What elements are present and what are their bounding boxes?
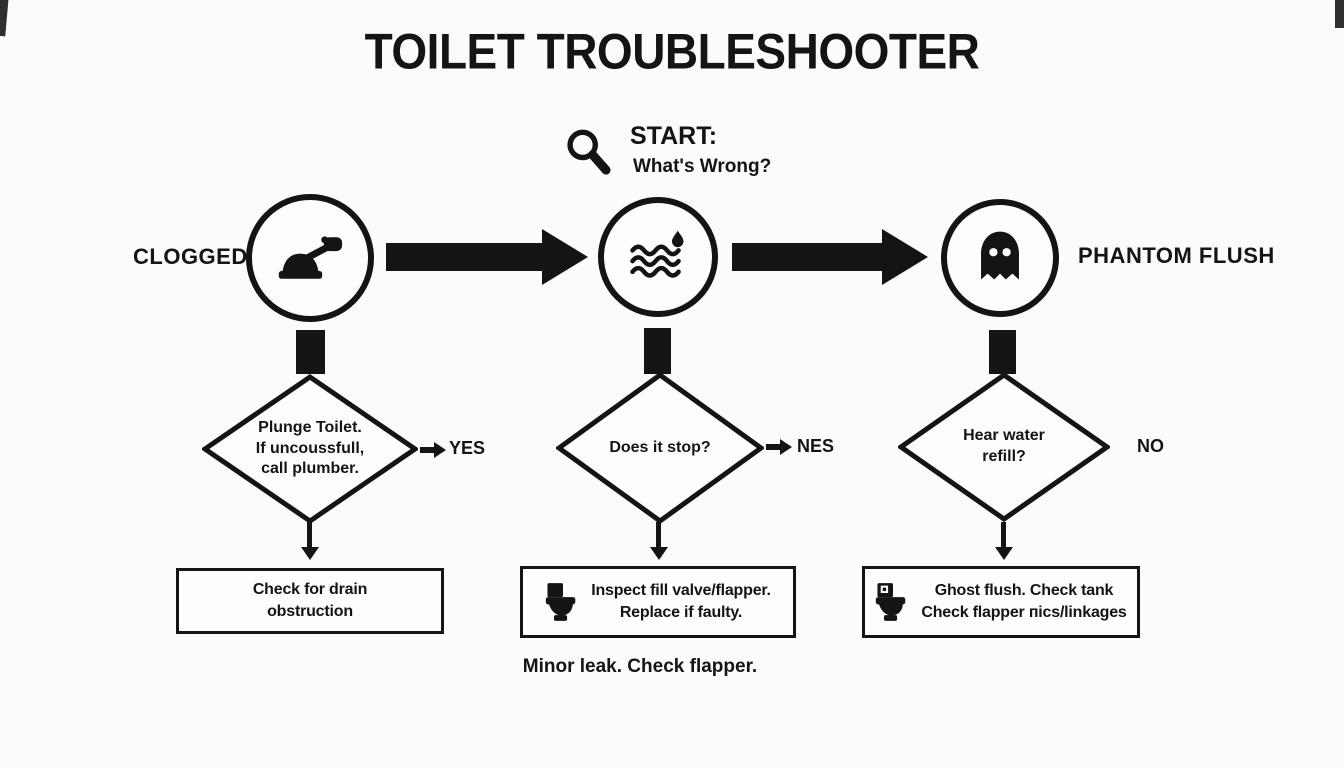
down-arrow-clogged-head	[301, 547, 319, 560]
down-arrow-phantom-head	[995, 547, 1013, 560]
connector-stub-running	[644, 328, 671, 374]
plunger-icon	[278, 236, 343, 279]
diamond-text-phantom: Hear water refill?	[898, 372, 1110, 522]
decision-diamond-phantom: Hear water refill?	[898, 372, 1110, 522]
flow-arrow-2-head	[882, 229, 928, 285]
result-box-running: Inspect fill valve/flapper. Replace if f…	[520, 566, 796, 638]
down-arrow-phantom-shaft	[1001, 522, 1006, 548]
toilet-icon	[546, 583, 576, 621]
connector-stub-clogged	[296, 330, 325, 374]
answer-label-no: NO	[1137, 436, 1164, 456]
footnote: Minor leak. Check flapper.	[522, 656, 758, 677]
result-line: Ghost flush. Check tank	[934, 582, 1114, 600]
diamond-shape	[898, 372, 1110, 522]
phantom-flush-label: PHANTOM FLUSH	[1078, 243, 1275, 268]
clogged-node	[246, 194, 374, 322]
diamond-line: Plunge Toilet.	[258, 418, 362, 436]
branch-arrow-yes-head	[434, 442, 446, 458]
flow-arrow-2-shaft	[732, 243, 882, 271]
decision-diamond-clogged: Plunge Toilet. If uncoussfull, call plum…	[202, 374, 418, 524]
diamond-line: If uncoussfull,	[255, 439, 365, 457]
result-line: obstruction	[267, 603, 353, 620]
diamond-text-clogged: Plunge Toilet. If uncoussfull, call plum…	[202, 374, 418, 524]
result-line: Inspect fill valve/flapper.	[591, 582, 771, 600]
ghost-icon	[981, 231, 1019, 280]
connector-stub-phantom	[989, 330, 1016, 374]
result-line: Check flapper пics/linkages	[921, 604, 1127, 621]
water-waves-icon	[630, 230, 684, 278]
diamond-line: call plumber.	[261, 460, 359, 478]
result-line: Check for drain	[252, 581, 368, 599]
result-text-running: Inspect fill valve/flapper. Replace if f…	[591, 580, 771, 623]
phantom-node	[941, 199, 1059, 317]
down-arrow-clogged-shaft	[307, 522, 312, 548]
down-arrow-running-shaft	[656, 522, 661, 548]
result-line: Replace if faulty.	[619, 604, 743, 621]
running-water-node	[598, 197, 718, 317]
branch-arrow-nes-shaft	[766, 444, 780, 450]
result-text-clogged: Check for drain obstruction	[252, 579, 368, 622]
diamond-line: refill?	[982, 448, 1026, 465]
answer-label-yes: YES	[449, 438, 486, 458]
result-text-phantom: Ghost flush. Check tank Check flapper пi…	[921, 580, 1126, 623]
decision-diamond-running: Does it stop?	[556, 372, 764, 524]
result-box-clogged: Check for drain obstruction	[176, 568, 444, 634]
branch-arrow-yes-shaft	[420, 447, 434, 453]
result-box-phantom: Ghost flush. Check tank Check flapper пi…	[862, 566, 1140, 638]
diamond-text-running: Does it stop?	[556, 372, 764, 524]
diamond-shape	[556, 372, 764, 524]
diamond-line: Does it stop?	[609, 438, 711, 456]
diamond-line: Hear water	[963, 427, 1045, 445]
toilet-icon	[876, 583, 906, 621]
flow-arrow-1-shaft	[386, 243, 542, 271]
magnifier-icon	[567, 129, 611, 175]
start-question: What's Wrong?	[633, 156, 772, 177]
clogged-label: CLOGGED	[133, 244, 248, 269]
start-label: START:	[630, 122, 718, 150]
branch-arrow-nes-head	[780, 439, 792, 455]
diamond-shape	[202, 374, 418, 524]
page-title: TOILET TROUBLESHOOTER	[364, 22, 980, 80]
down-arrow-running-head	[650, 547, 668, 560]
answer-label-nes: NES	[797, 436, 835, 456]
photo-artifact-top-right	[1335, 0, 1344, 28]
flow-arrow-1-head	[542, 229, 588, 285]
